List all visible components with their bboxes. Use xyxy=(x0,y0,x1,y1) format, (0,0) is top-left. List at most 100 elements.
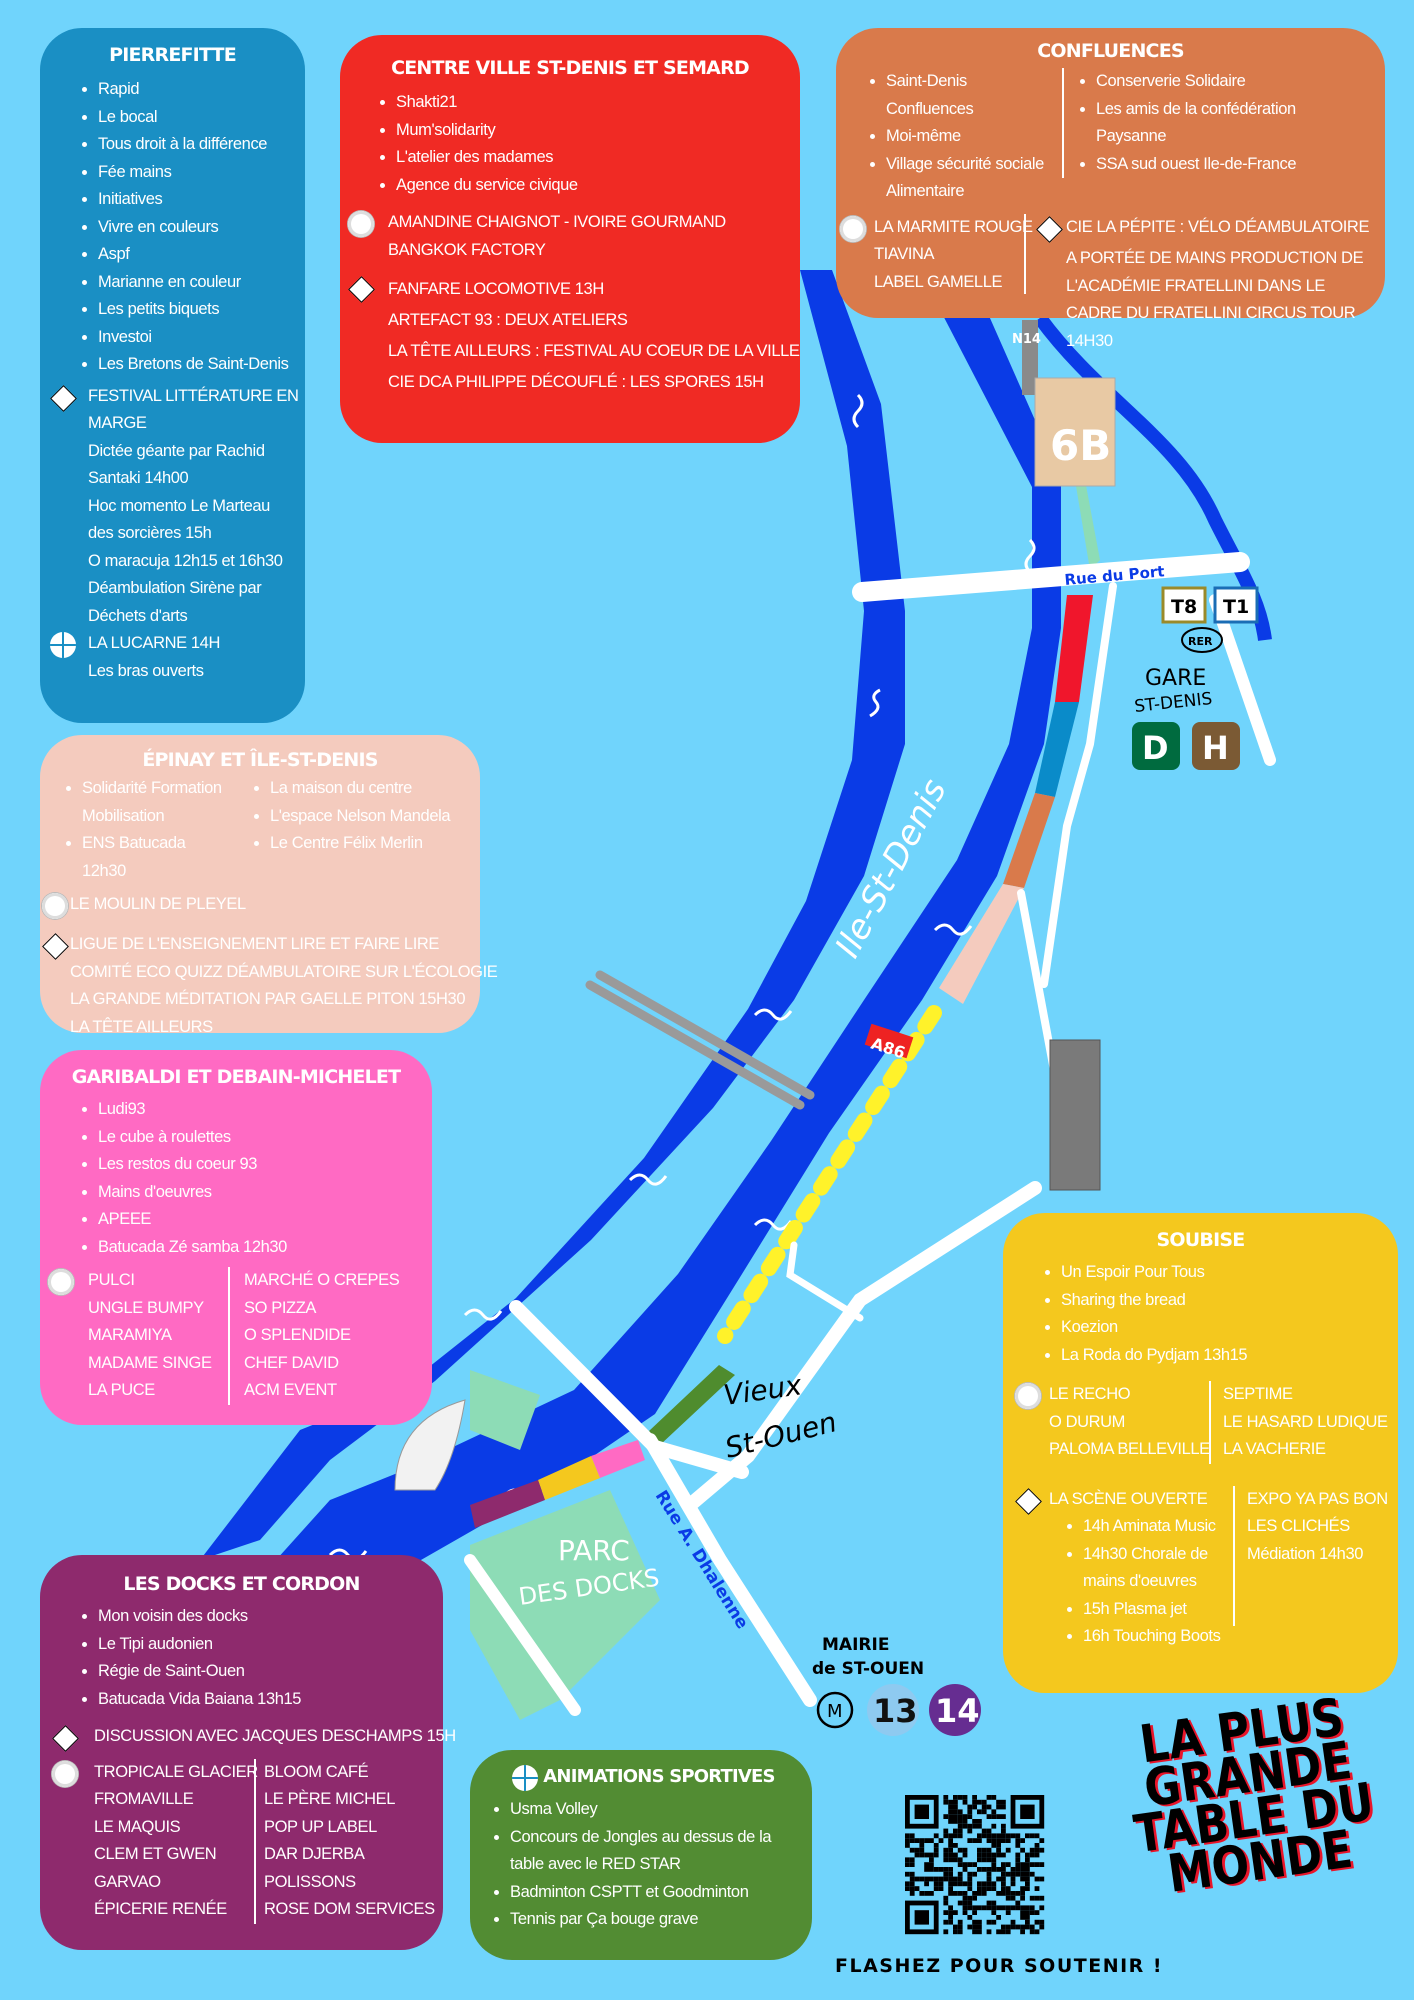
qr-module xyxy=(962,1895,968,1901)
qr-module xyxy=(938,1838,944,1843)
qr-module xyxy=(953,1833,958,1839)
qr-module xyxy=(1005,1862,1011,1867)
box-title: ANIMATIONS SPORTIVES xyxy=(543,1766,775,1787)
qr-module xyxy=(933,1867,939,1872)
a86-badge xyxy=(864,1023,914,1059)
list-item: Investoi xyxy=(98,324,305,352)
qr-module xyxy=(1001,1924,1006,1930)
list-item: Les petits biquets xyxy=(98,296,305,324)
qr-module xyxy=(953,1910,958,1915)
qr-module xyxy=(996,1838,1001,1843)
qr-module xyxy=(953,1876,958,1882)
qr-module xyxy=(967,1838,973,1843)
qr-module xyxy=(1015,1838,1021,1843)
list-item: Dictée géante par Rachid xyxy=(88,441,265,460)
list-item: Koezion xyxy=(1061,1314,1398,1342)
park-strip xyxy=(1075,480,1100,570)
list-item: 15h Plasma jet xyxy=(1083,1596,1233,1624)
list-item: Tennis par Ça bouge grave xyxy=(510,1906,792,1934)
qr-module xyxy=(972,1924,977,1930)
qr-module xyxy=(1025,1919,1030,1925)
rer-h-badge xyxy=(1192,722,1240,770)
qr-module xyxy=(1034,1852,1040,1858)
qr-module xyxy=(1025,1924,1030,1930)
qr-module xyxy=(1025,1876,1030,1882)
qr-module xyxy=(905,1838,910,1843)
qr-module xyxy=(991,1814,997,1819)
qr-module xyxy=(991,1852,997,1858)
qr-module xyxy=(1020,1876,1025,1882)
qr-module xyxy=(943,1857,949,1863)
pierrefitte-box: PIERREFITTE RapidLe bocalTous droit à la… xyxy=(40,28,305,723)
list-item: Mains d'oeuvres xyxy=(98,1179,432,1207)
qr-module xyxy=(943,1871,949,1877)
list-item: Sharing the bread xyxy=(1061,1287,1398,1315)
qr-module xyxy=(986,1905,992,1911)
qr-module xyxy=(1025,1871,1030,1877)
qr-module xyxy=(953,1795,958,1800)
qr-module xyxy=(1029,1895,1035,1901)
qr-module xyxy=(948,1876,953,1882)
qr-module xyxy=(1025,1881,1030,1887)
qr-module xyxy=(943,1895,949,1901)
n14-road xyxy=(1022,320,1038,395)
association-list: RapidLe bocalTous droit à la différenceF… xyxy=(40,76,305,379)
list-item: LE MOULIN DE PLEYEL xyxy=(70,895,246,913)
qr-module xyxy=(991,1833,997,1839)
qr-module xyxy=(972,1910,977,1915)
qr-module xyxy=(929,1876,934,1882)
list-item: LA TÊTE AILLEURS xyxy=(70,1017,213,1036)
qr-module xyxy=(962,1905,968,1911)
qr-module xyxy=(967,1881,973,1887)
qr-module xyxy=(986,1814,992,1819)
qr-module xyxy=(948,1833,953,1839)
list-item: Le cube à roulettes xyxy=(98,1124,432,1152)
qr-module xyxy=(1010,1871,1016,1877)
list-item: COMITÉ ECO QUIZZ DÉAMBULATOIRE SUR L'ÉCO… xyxy=(70,962,498,981)
t1-label: T1 xyxy=(1223,596,1249,618)
list-item: UNGLE BUMPY xyxy=(88,1298,204,1317)
list-item: LE MAQUIS xyxy=(94,1817,181,1836)
qr-module xyxy=(957,1847,963,1853)
qr-module xyxy=(957,1795,963,1800)
pleyel-tower xyxy=(1049,1039,1101,1191)
qr-module xyxy=(1001,1833,1006,1839)
qr-module xyxy=(1015,1867,1021,1872)
qr-module xyxy=(962,1910,968,1915)
qr-module xyxy=(1020,1847,1025,1853)
list-item: O DURUM xyxy=(1049,1412,1126,1431)
qr-module xyxy=(981,1809,987,1815)
association-list: Solidarité Formation MobilisationENS Bat… xyxy=(40,775,232,885)
qr-module xyxy=(953,1828,958,1834)
list-item: Solidarité Formation Mobilisation xyxy=(82,775,232,830)
box-title: PIERREFITTE xyxy=(109,44,237,66)
quay-segments xyxy=(470,595,1093,1528)
qr-module xyxy=(1020,1867,1025,1872)
qr-module xyxy=(1029,1929,1035,1935)
river-east-arm xyxy=(240,300,1061,1600)
qr-module xyxy=(977,1847,982,1853)
box-title: CONFLUENCES xyxy=(1037,40,1184,62)
qr-module xyxy=(1034,1886,1040,1891)
qr-module xyxy=(1010,1905,1016,1911)
stadium xyxy=(394,1399,466,1491)
qr-module xyxy=(1001,1905,1006,1911)
list-item: MARAMIYA xyxy=(88,1326,172,1344)
qr-module xyxy=(924,1838,929,1843)
list-item: LABEL GAMELLE xyxy=(874,272,1003,291)
qr-module xyxy=(948,1843,953,1848)
qr-module xyxy=(972,1819,977,1824)
qr-module xyxy=(948,1867,953,1872)
qr-module xyxy=(1005,1886,1011,1891)
qr-module xyxy=(1039,1838,1045,1843)
animations-box: ANIMATIONS SPORTIVES Usma VolleyConcours… xyxy=(470,1750,812,1960)
list-item: PALOMA BELLEVILLE xyxy=(1049,1440,1210,1458)
list-item: Shakti21 xyxy=(396,89,800,117)
list-item: Village sécurité sociale Alimentaire xyxy=(886,151,1056,206)
qr-module xyxy=(967,1809,973,1815)
qr-module xyxy=(1025,1833,1030,1839)
qr-module xyxy=(943,1852,949,1858)
qr-module xyxy=(948,1799,953,1805)
qr-module xyxy=(909,1833,915,1839)
